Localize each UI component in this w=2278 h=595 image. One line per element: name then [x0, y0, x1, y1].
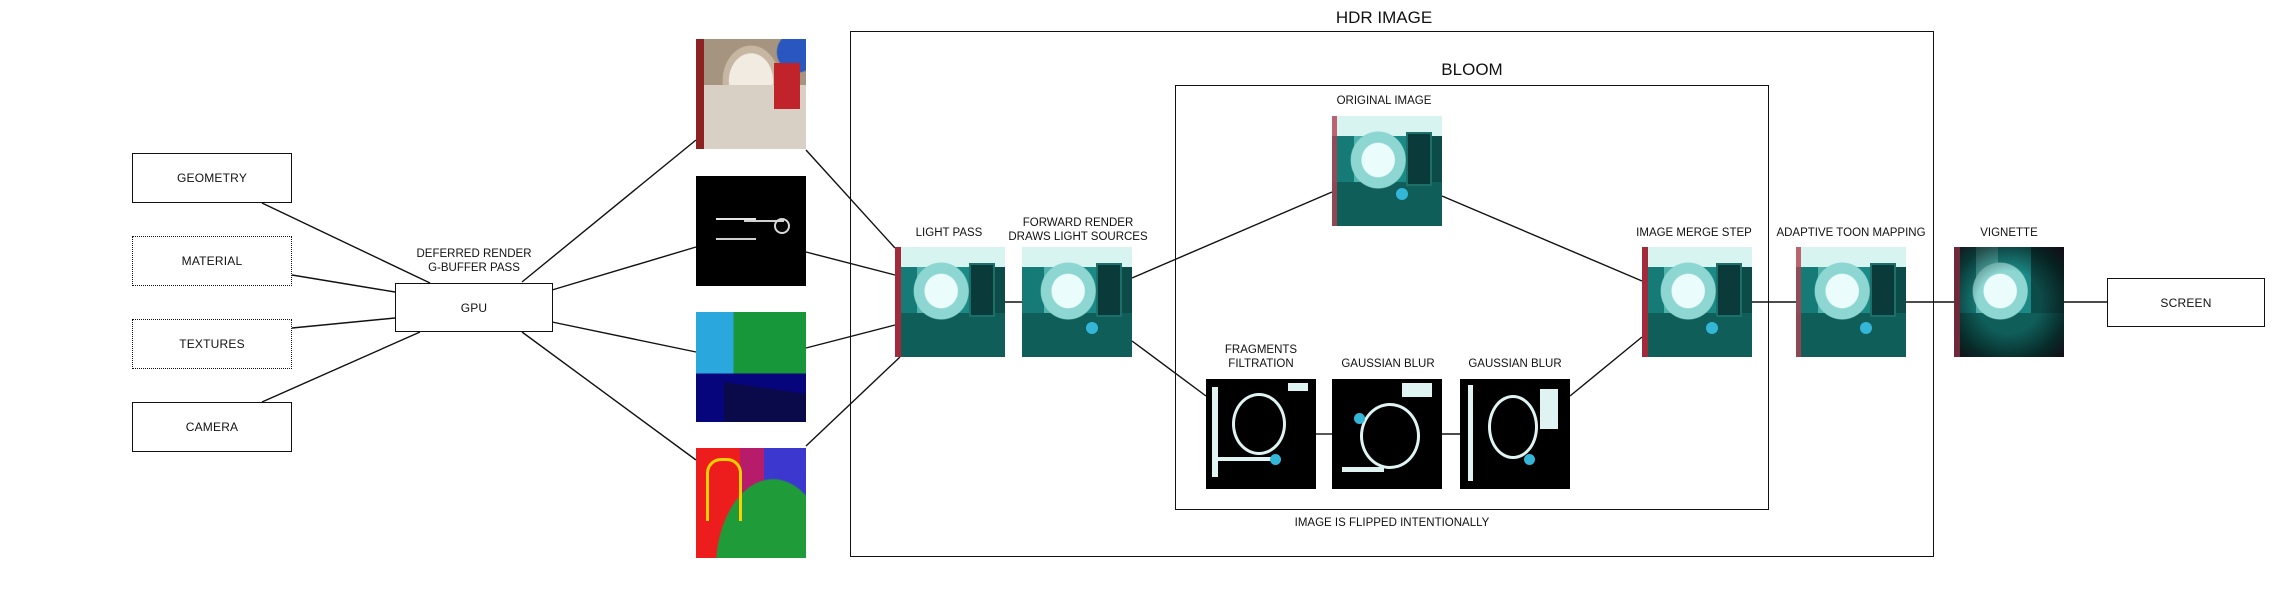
- highlight-ring: [1232, 393, 1286, 455]
- light-source-marker: [1706, 322, 1718, 334]
- highlight-stroke: [1218, 457, 1276, 461]
- edge-gpu-depth: [551, 321, 697, 353]
- vignette-label: VIGNETTE: [1980, 227, 2038, 239]
- image-merge-label: IMAGE MERGE STEP: [1636, 227, 1752, 239]
- gaussian-blur-2-image: [1460, 379, 1570, 489]
- light-source-marker: [1270, 454, 1281, 465]
- forward-render-line2: DRAWS LIGHT SOURCES: [1008, 231, 1148, 243]
- gpu-caption: DEFERRED RENDER G-BUFFER PASS: [416, 247, 531, 275]
- gpu-node[interactable]: GPU: [395, 283, 553, 332]
- light-pass-image: [895, 247, 1005, 357]
- edge-original-merge: [1441, 195, 1643, 282]
- light-pass-label: LIGHT PASS: [915, 227, 983, 239]
- gaussian-blur-1-image: [1332, 379, 1442, 489]
- highlight-stroke: [1402, 383, 1432, 397]
- edge-material-gpu: [291, 274, 396, 293]
- gaussian-blur-2-label: GAUSSIAN BLUR: [1468, 358, 1562, 370]
- edge-gpu-specular: [551, 246, 697, 291]
- fragments-filtration-image: [1206, 379, 1316, 489]
- flipped-note: IMAGE IS FLIPPED INTENTIONALLY: [1294, 517, 1490, 529]
- highlight-stroke: [1540, 389, 1558, 429]
- image-merge-image: [1642, 247, 1752, 357]
- fragments-filtration-line1: FRAGMENTS: [1224, 344, 1298, 356]
- gbuffer-albedo-image: [696, 39, 806, 149]
- gbuffer-normal-image: [696, 448, 806, 558]
- highlight-stroke: [1212, 387, 1218, 477]
- edge-blur2-merge: [1569, 336, 1643, 397]
- original-image-label: ORIGINAL IMAGE: [1336, 95, 1432, 107]
- highlight-stroke: [1342, 467, 1384, 472]
- edge-camera-gpu: [261, 331, 421, 403]
- light-source-marker: [1396, 188, 1408, 200]
- gpu-caption-line1: DEFERRED RENDER: [416, 248, 532, 260]
- edge-textures-gpu: [291, 317, 396, 329]
- vignette-image: [1954, 247, 2064, 357]
- edge-normal-light: [805, 356, 901, 447]
- edge-geometry-gpu: [261, 202, 431, 284]
- hdr-image-frame: [850, 31, 1934, 557]
- fragments-filtration-label: FRAGMENTS FILTRATION: [1225, 343, 1297, 371]
- forward-render-image: [1022, 247, 1132, 357]
- bloom-title: BLOOM: [1441, 60, 1503, 79]
- edge-forward-filtration: [1131, 340, 1207, 397]
- gbuffer-depth-image: [696, 312, 806, 422]
- toon-mapping-image: [1796, 247, 1906, 357]
- edge-gpu-albedo: [521, 139, 697, 283]
- gbuffer-specular-image: [696, 176, 806, 286]
- forward-render-label: FORWARD RENDER DRAWS LIGHT SOURCES: [1008, 216, 1147, 244]
- hdr-image-title: HDR IMAGE: [1335, 8, 1433, 27]
- light-source-marker: [1524, 454, 1535, 465]
- toon-mapping-label: ADAPTIVE TOON MAPPING: [1776, 227, 1926, 239]
- highlight-ring: [1488, 395, 1538, 459]
- forward-render-line1: FORWARD RENDER: [1022, 217, 1134, 229]
- highlight-stroke: [1288, 383, 1308, 391]
- material-node[interactable]: MATERIAL: [132, 236, 292, 286]
- light-source-marker: [1860, 322, 1872, 334]
- bloom-frame: [1175, 85, 1769, 510]
- gpu-caption-line2: G-BUFFER PASS: [428, 262, 520, 274]
- original-image: [1332, 116, 1442, 226]
- edge-gpu-normal: [521, 331, 697, 461]
- light-source-marker: [1354, 413, 1365, 424]
- highlight-stroke: [1468, 385, 1473, 481]
- camera-node[interactable]: CAMERA: [132, 402, 292, 452]
- textures-node[interactable]: TEXTURES: [132, 319, 292, 369]
- screen-node[interactable]: SCREEN: [2107, 278, 2265, 327]
- edge-forward-original: [1131, 191, 1333, 279]
- highlight-ring: [1360, 403, 1420, 469]
- fragments-filtration-line2: FILTRATION: [1228, 358, 1294, 370]
- light-source-marker: [1086, 322, 1098, 334]
- gaussian-blur-1-label: GAUSSIAN BLUR: [1341, 358, 1435, 370]
- geometry-node[interactable]: GEOMETRY: [132, 153, 292, 203]
